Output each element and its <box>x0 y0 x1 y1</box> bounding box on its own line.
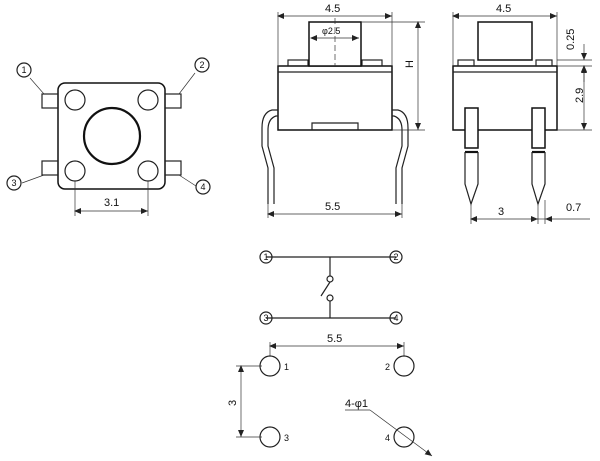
switch-body-top <box>57 82 166 190</box>
svg-text:1: 1 <box>263 252 268 262</box>
pin-number-2: 2 <box>194 57 210 73</box>
dim-layout-x-label: 5.5 <box>327 333 342 345</box>
pin-number-4: 4 <box>195 179 211 195</box>
svg-text:2: 2 <box>199 60 204 70</box>
svg-text:4: 4 <box>393 313 398 323</box>
corner-boss <box>137 89 159 111</box>
terminal-1: 1 <box>259 250 273 264</box>
dim-pin-pitch-label: 3 <box>498 206 504 218</box>
dim-pitch-label: 3.1 <box>104 197 119 209</box>
dim-pin-span-label: 5.5 <box>325 201 340 213</box>
dim-actuator-label: φ2.5 <box>322 26 340 36</box>
terminal-2: 2 <box>389 250 403 264</box>
dim-layout-y-label: 3 <box>227 400 239 406</box>
pin-tab <box>164 160 182 176</box>
hole-number-3: 3 <box>284 433 289 443</box>
hole-number-2: 2 <box>385 362 390 372</box>
schematic: 1 2 3 4 <box>259 250 403 325</box>
actuator-button <box>82 106 142 166</box>
pcb-hole-4 <box>393 426 415 448</box>
dim-pin-width-label: 0.7 <box>566 202 581 214</box>
svg-text:3: 3 <box>263 313 268 323</box>
pin-number-1: 1 <box>16 62 32 78</box>
top-view: 1 2 3 4 3.1 <box>6 57 211 216</box>
front-view: 4.5 φ2.5 H 5.5 <box>261 3 425 218</box>
pcb-hole-1 <box>259 355 281 377</box>
dim-width-label: 4.5 <box>325 3 340 15</box>
svg-text:2: 2 <box>393 252 398 262</box>
side-view: 4.5 0.25 2.9 3 0.7 <box>452 3 592 224</box>
pin-tab <box>164 93 182 109</box>
svg-text:3: 3 <box>11 178 16 188</box>
dim-height-label: H <box>404 60 416 68</box>
pin-number-3: 3 <box>6 175 22 191</box>
pin-tab <box>41 93 59 109</box>
terminal-3: 3 <box>259 311 273 325</box>
svg-text:4: 4 <box>200 182 205 192</box>
dim-body-label: 2.9 <box>574 88 586 103</box>
pcb-layout: 5.5 1 2 3 4 3 4-φ1 <box>227 333 433 457</box>
hole-number-4: 4 <box>385 433 390 443</box>
actuator-stem-side <box>477 21 533 61</box>
dim-side-width-label: 4.5 <box>496 3 511 15</box>
pin-right <box>531 107 546 206</box>
hole-number-1: 1 <box>284 362 289 372</box>
holes-label: 4-φ1 <box>345 398 368 410</box>
corner-boss <box>64 89 86 111</box>
dim-top-label: 0.25 <box>565 29 577 50</box>
pin-left <box>464 107 479 206</box>
pin-tab <box>41 160 59 176</box>
svg-text:1: 1 <box>21 65 26 75</box>
terminal-4: 4 <box>389 311 403 325</box>
pcb-hole-2 <box>393 355 415 377</box>
switch-body-front <box>277 65 393 131</box>
pcb-hole-3 <box>259 426 281 448</box>
